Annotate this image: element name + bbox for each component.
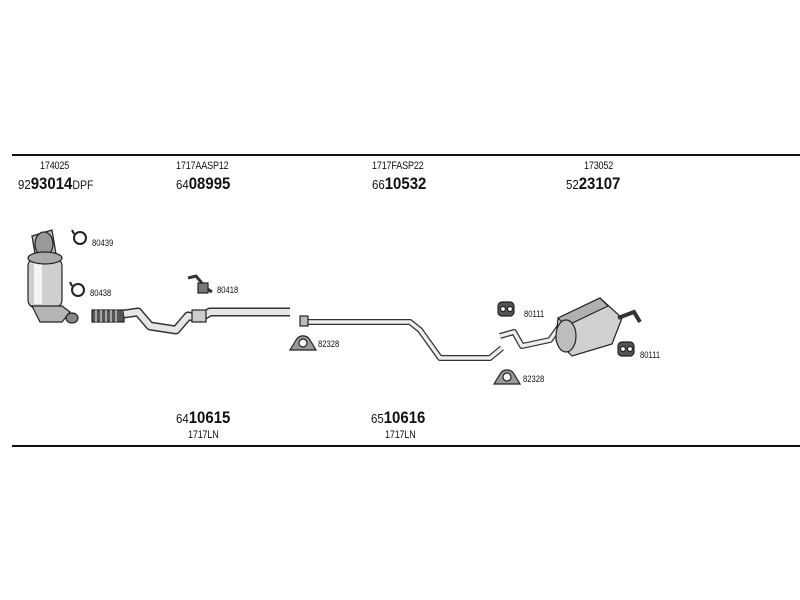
hanger-front-drawing [187,274,213,294]
part-ref-gasket-1: 1717LN [188,429,219,441]
clamp-ring-lower-drawing [69,281,85,297]
part-number-gasket-2: 6510616 [371,408,426,427]
part-ref-gasket-2: 1717LN [385,429,416,441]
rubber-mount-rear-right-drawing [617,341,635,357]
fitting-code-mount-rear-upper: 80111 [524,309,545,319]
part-ref-front-pipe: 1717AASP12 [176,160,229,172]
part-number-dpf: 9293014DPF [18,174,94,193]
fitting-code-hanger-front: 80418 [217,285,239,295]
middle-pipe-drawing [299,315,504,361]
clamp-middle-drawing [288,335,318,351]
clamp-ring-top-drawing [71,229,87,245]
clamp-rear-drawing [492,369,522,385]
fitting-code-clamp-rear: 82328 [523,374,545,384]
fitting-code-clamp-middle: 82328 [318,339,340,349]
top-divider [12,154,800,156]
part-number-rear-silencer: 5223107 [566,174,621,193]
part-number-gasket-1: 6410615 [176,408,231,427]
fitting-code-clamp-lower: 80438 [90,288,112,298]
front-pipe-drawing [91,307,290,335]
fitting-code-mount-rear-right: 80111 [640,350,661,360]
dpf-unit-drawing [27,229,79,324]
part-number-middle-pipe: 6610532 [372,174,427,193]
part-number-front-pipe: 6408995 [176,174,231,193]
rear-silencer-drawing [499,297,642,357]
part-ref-rear-silencer: 173052 [584,160,614,172]
rubber-mount-rear-upper-drawing [497,301,515,317]
part-ref-middle-pipe: 1717FASP22 [372,160,424,172]
bottom-divider [12,445,800,447]
fitting-code-clamp-top: 80439 [92,238,114,248]
part-ref-dpf: 174025 [40,160,70,172]
